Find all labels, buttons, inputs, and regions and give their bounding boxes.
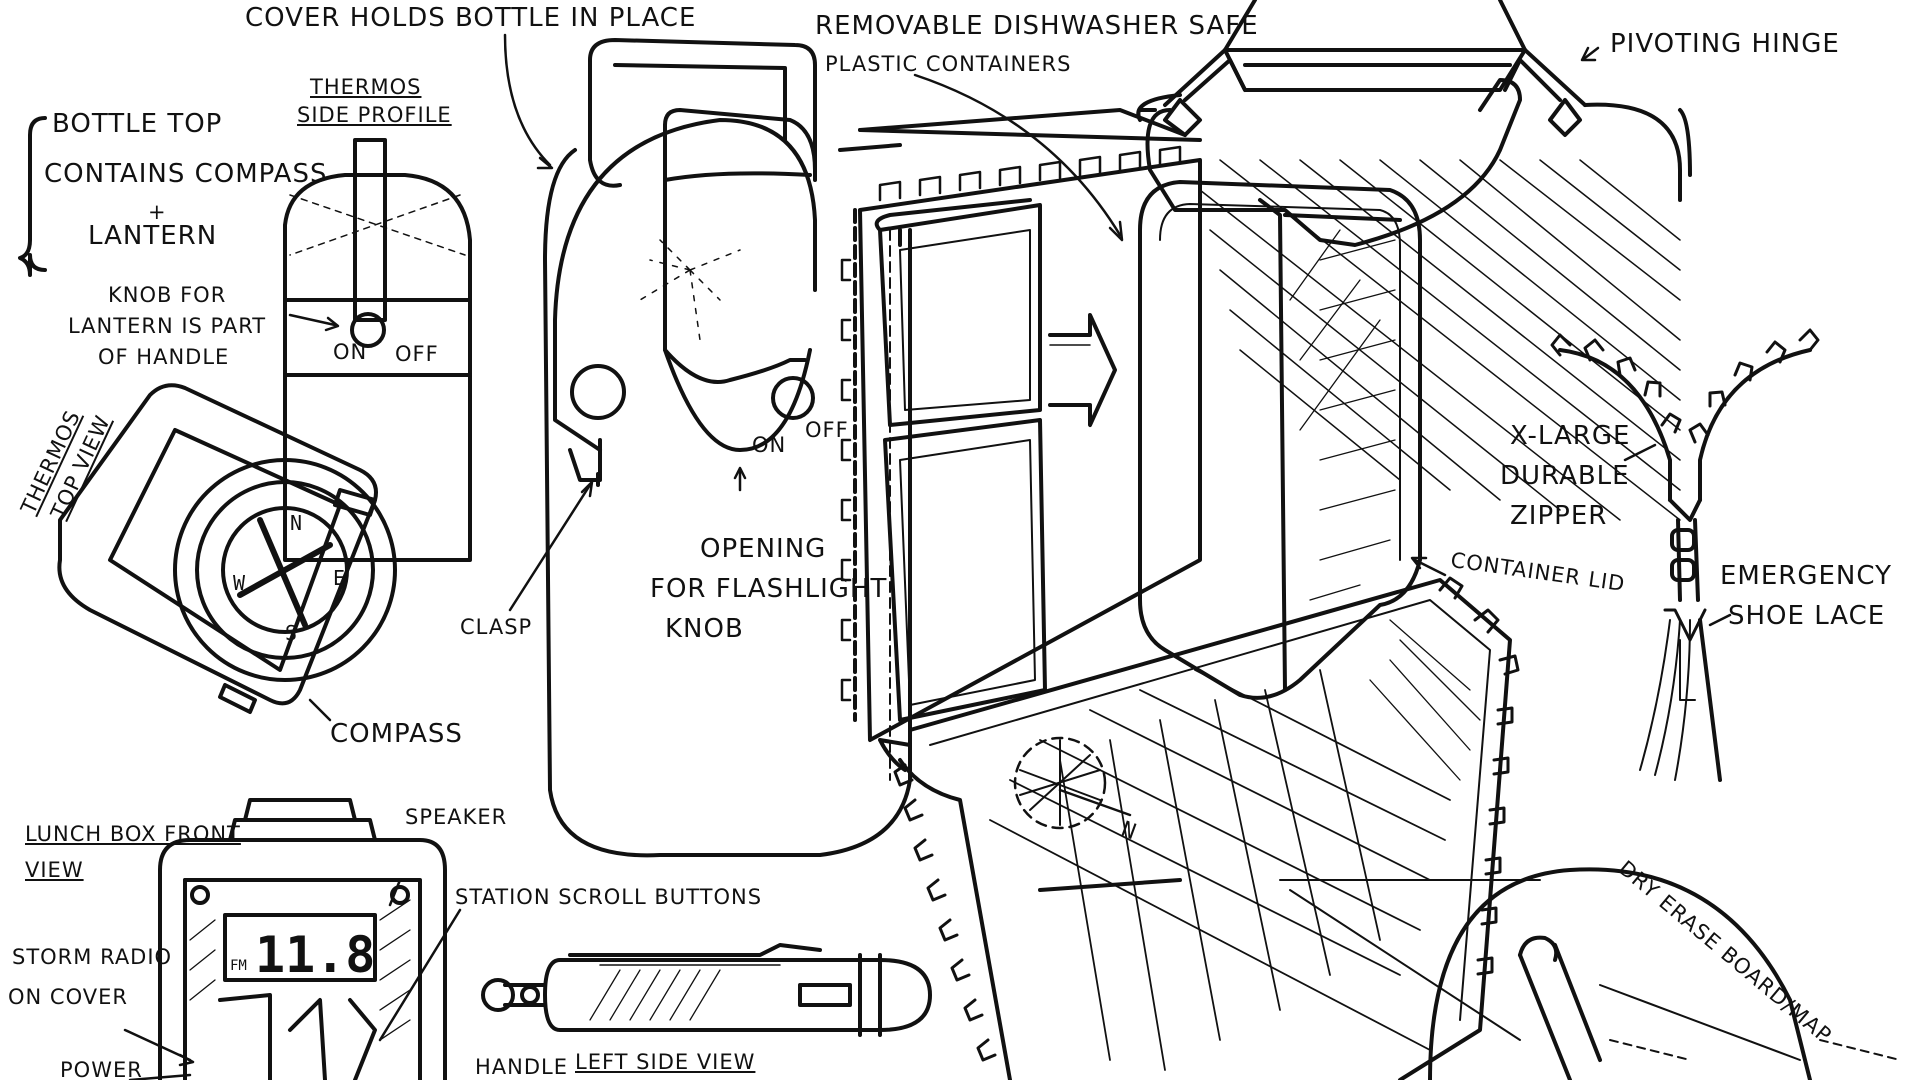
label-removable-line1: REMOVABLE DISHWASHER SAFE [815,11,1259,41]
container-lid [1138,180,1422,700]
compass-letters: N E S W [233,511,345,645]
radio-band-text: FM [230,958,247,974]
label-on-center: ON [752,433,787,457]
label-compass: COMPASS [330,719,463,749]
label-knob-line2: LANTERN IS PART [68,314,267,338]
radio-display: FM 11.8 [230,926,375,984]
label-knob-line1: KNOB FOR [108,283,227,307]
label-xlarge-line2: DURABLE [1500,461,1630,491]
zipper-teeth-detail [1550,328,1820,444]
map-north-letter: N [1118,817,1139,845]
label-opening-line3: KNOB [665,614,744,644]
leader-lines [123,33,1732,1080]
label-off-left: OFF [395,342,439,366]
hinge-hatching [1199,159,1681,521]
lunchbox-front-view [158,798,447,1080]
label-cover-holds: COVER HOLDS BOTTLE IN PLACE [245,3,697,33]
compass-letter-north: N [290,511,302,535]
magnifier-detail [1428,867,1901,1080]
label-bottle-top-line1: BOTTLE TOP [52,109,223,139]
compass-letter-east: E [333,566,345,590]
compass-letter-west: W [233,571,246,595]
label-station-scroll: STATION SCROLL BUTTONS [455,885,763,909]
zipper-detail [1558,348,1812,782]
bracket-left [18,116,47,277]
label-opening-line2: FOR FLASHLIGHT [650,574,888,604]
left-side-view [481,943,932,1037]
label-emergency-line2: SHOE LACE [1728,601,1886,631]
side-view-hatching [589,969,721,1021]
label-lunch-front-line1: LUNCH BOX FRONT [25,822,241,846]
dry-erase-board [878,578,1512,1080]
label-bottle-top-line3: LANTERN [88,221,218,251]
label-bottle-top-plus: + [148,200,167,224]
label-thermos-side-line1: THERMOS [310,75,422,99]
thermos-top-view [57,383,397,714]
label-storm-radio-line1: STORM RADIO [12,945,173,969]
radio-frequency-text: 11.8 [255,926,375,984]
label-clasp: CLASP [460,615,533,639]
zipper-teeth-board [893,576,1520,1062]
label-xlarge-line1: X-LARGE [1510,421,1631,451]
label-storm-radio-line2: ON COVER [8,985,128,1009]
label-pivoting-hinge: PIVOTING HINGE [1610,29,1840,59]
open-box-containers [853,158,1202,742]
label-emergency-line1: EMERGENCY [1720,561,1892,591]
label-left-side-view: LEFT SIDE VIEW [575,1050,756,1074]
label-thermos-side-line2: SIDE PROFILE [297,103,452,127]
lid-hatching [1289,229,1396,601]
label-on-left: ON [333,340,368,364]
compass-letter-south: S [285,621,297,645]
label-bottle-top-line2: CONTAINS COMPASS [44,159,328,189]
board-hatching [1369,619,1481,781]
thermos-side-profile [283,138,472,562]
label-handle: HANDLE [475,1055,569,1079]
label-xlarge-line3: ZIPPER [1510,501,1608,531]
label-removable-line2: PLASTIC CONTAINERS [825,52,1072,76]
lunchbox-main [543,38,1202,858]
lantern-rays [639,239,741,341]
label-opening-line1: OPENING [700,534,827,564]
label-lunch-front-line2: VIEW [25,858,84,882]
label-speaker: SPEAKER [405,805,508,829]
label-knob-line3: OF HANDLE [98,345,230,369]
label-power: POWER [60,1058,143,1082]
front-view-hatching [189,899,411,1041]
zipper-teeth-box [840,145,1182,702]
label-off-center: OFF [805,418,849,442]
